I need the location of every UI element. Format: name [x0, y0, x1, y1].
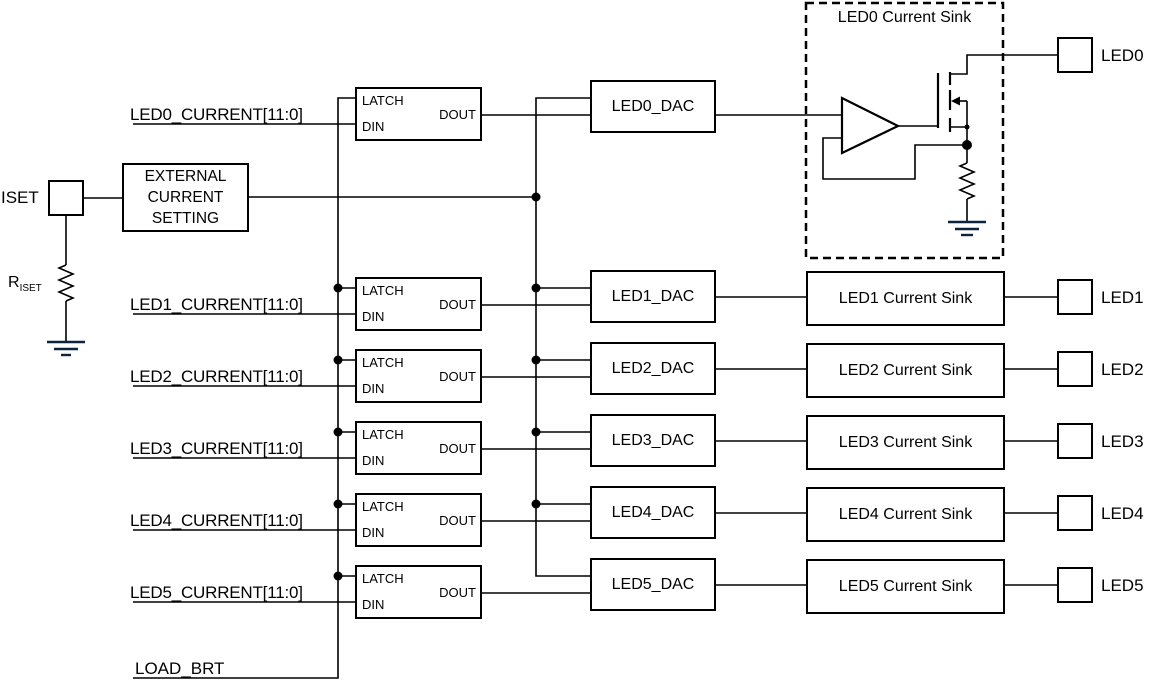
latch-block-led3: LATCH DOUT DIN	[355, 421, 482, 475]
iset-pin-label: ISET	[1, 188, 39, 207]
junction-dots	[333, 192, 541, 581]
pin-label-led4: LED4	[1101, 504, 1144, 523]
riset-label: RISET	[8, 274, 42, 295]
pin-box-led5	[1057, 567, 1093, 603]
ground-icon	[948, 220, 986, 237]
dac-block-led1: LED1_DAC	[590, 270, 716, 323]
iset-pin-box	[48, 180, 84, 216]
latch-block-led5: LATCH DOUT DIN	[355, 565, 482, 619]
pin-box-led2	[1057, 351, 1093, 387]
riset-subscript: ISET	[19, 283, 42, 295]
current-sink-block-led4: LED4 Current Sink	[806, 487, 1005, 542]
led0-current-sink-title: LED0 Current Sink	[837, 9, 972, 26]
current-sink-block-led3: LED3 Current Sink	[806, 415, 1005, 470]
sense-resistor-icon	[957, 162, 977, 200]
dac-block-led3: LED3_DAC	[590, 414, 716, 467]
pin-label-led0: LED0	[1101, 46, 1144, 65]
dac-block-led4: LED4_DAC	[590, 486, 716, 539]
latch-block-led2: LATCH DOUT DIN	[355, 349, 482, 403]
current-setting-bus	[535, 97, 590, 577]
riset-resistor-icon	[56, 264, 76, 302]
pin-label-led3: LED3	[1101, 432, 1144, 451]
pin-box-led0	[1057, 37, 1093, 73]
dac-block-led0: LED0_DAC	[590, 80, 716, 133]
latch-block-led1: LATCH DOUT DIN	[355, 277, 482, 331]
led0-sink-internals	[822, 54, 1057, 237]
pin-box-led1	[1057, 279, 1093, 315]
opamp-icon	[840, 96, 901, 155]
signal-label-led4-current: LED4_CURRENT[11:0]	[130, 511, 303, 530]
dac-block-led2: LED2_DAC	[590, 342, 716, 395]
pin-label-led1: LED1	[1101, 288, 1144, 307]
load-brt-label: LOAD_BRT	[135, 659, 225, 678]
ground-icon	[47, 340, 85, 357]
current-sink-block-led5: LED5 Current Sink	[806, 559, 1005, 614]
signal-label-led0-current: LED0_CURRENT[11:0]	[130, 105, 303, 124]
latch-block-led4: LATCH DOUT DIN	[355, 493, 482, 547]
feedback-wire	[822, 137, 967, 180]
pin-box-led4	[1057, 495, 1093, 531]
pin-label-led2: LED2	[1101, 360, 1144, 379]
signal-label-led2-current: LED2_CURRENT[11:0]	[130, 367, 303, 386]
din-signal-wires	[133, 123, 355, 603]
current-sink-block-led2: LED2 Current Sink	[806, 343, 1005, 398]
external-current-setting-block: EXTERNAL CURRENT SETTING	[122, 163, 249, 232]
dac-output-wires	[716, 114, 842, 586]
signal-label-led3-current: LED3_CURRENT[11:0]	[130, 439, 303, 458]
dac-block-led5: LED5_DAC	[590, 558, 716, 611]
junction-dot	[962, 140, 972, 150]
current-sink-block-led1: LED1 Current Sink	[806, 271, 1005, 326]
junction-dot	[964, 124, 970, 130]
led0-sink-dashed-boundary	[804, 1, 1005, 260]
latch-block-led0: LATCH DOUT DIN	[355, 87, 482, 141]
signal-label-led1-current: LED1_CURRENT[11:0]	[130, 295, 303, 314]
nmos-icon	[936, 54, 1057, 145]
signal-label-led5-current: LED5_CURRENT[11:0]	[130, 583, 303, 602]
pin-box-led3	[1057, 423, 1093, 459]
iset-wiring	[47, 196, 536, 357]
pin-label-led5: LED5	[1101, 576, 1144, 595]
sink-output-wires	[1005, 296, 1057, 586]
load-brt-wiring	[133, 97, 355, 679]
